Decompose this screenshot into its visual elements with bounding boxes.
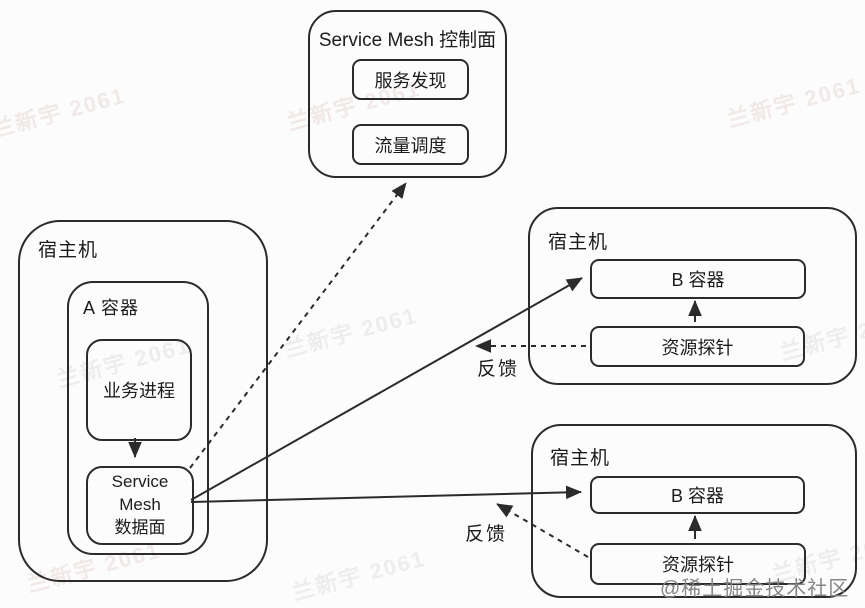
service-discovery-box: 服务发现 xyxy=(352,59,469,100)
watermark-text: 兰新宇 2061 xyxy=(724,72,864,133)
container-b-top-box: B 容器 xyxy=(590,259,806,299)
community-credit: @稀土掘金技术社区 xyxy=(660,578,850,600)
watermark-text: 兰新宇 2061 xyxy=(289,545,429,606)
container-b-bottom-box: B 容器 xyxy=(590,476,805,514)
host-left-label: 宿主机 xyxy=(38,240,99,261)
feedback-label-top: 反馈 xyxy=(477,359,520,380)
control-plane-box: Service Mesh 控制面 服务发现 流量调度 xyxy=(308,10,507,178)
host-top-right-box: 宿主机 B 容器 资源探针 xyxy=(528,207,857,385)
resource-probe-bottom-box: 资源探针 xyxy=(590,543,806,585)
business-process-box: 业务进程 xyxy=(86,339,192,441)
traffic-scheduling-box: 流量调度 xyxy=(352,124,469,165)
resource-probe-top-box: 资源探针 xyxy=(590,326,805,367)
control-plane-title: Service Mesh 控制面 xyxy=(318,30,497,51)
host-bottom-right-label: 宿主机 xyxy=(550,448,611,469)
container-a-label: A 容器 xyxy=(83,298,140,318)
container-a-box: A 容器 业务进程 Service Mesh 数据面 xyxy=(67,281,209,555)
feedback-label-bottom: 反馈 xyxy=(465,524,508,545)
host-top-right-label: 宿主机 xyxy=(548,232,609,253)
watermark-text: 兰新宇 2061 xyxy=(0,82,129,143)
service-mesh-dataplane-box: Service Mesh 数据面 xyxy=(86,466,194,545)
host-left-box: 宿主机 A 容器 业务进程 Service Mesh 数据面 xyxy=(18,220,268,582)
watermark-text: 兰新宇 2061 xyxy=(281,302,421,363)
